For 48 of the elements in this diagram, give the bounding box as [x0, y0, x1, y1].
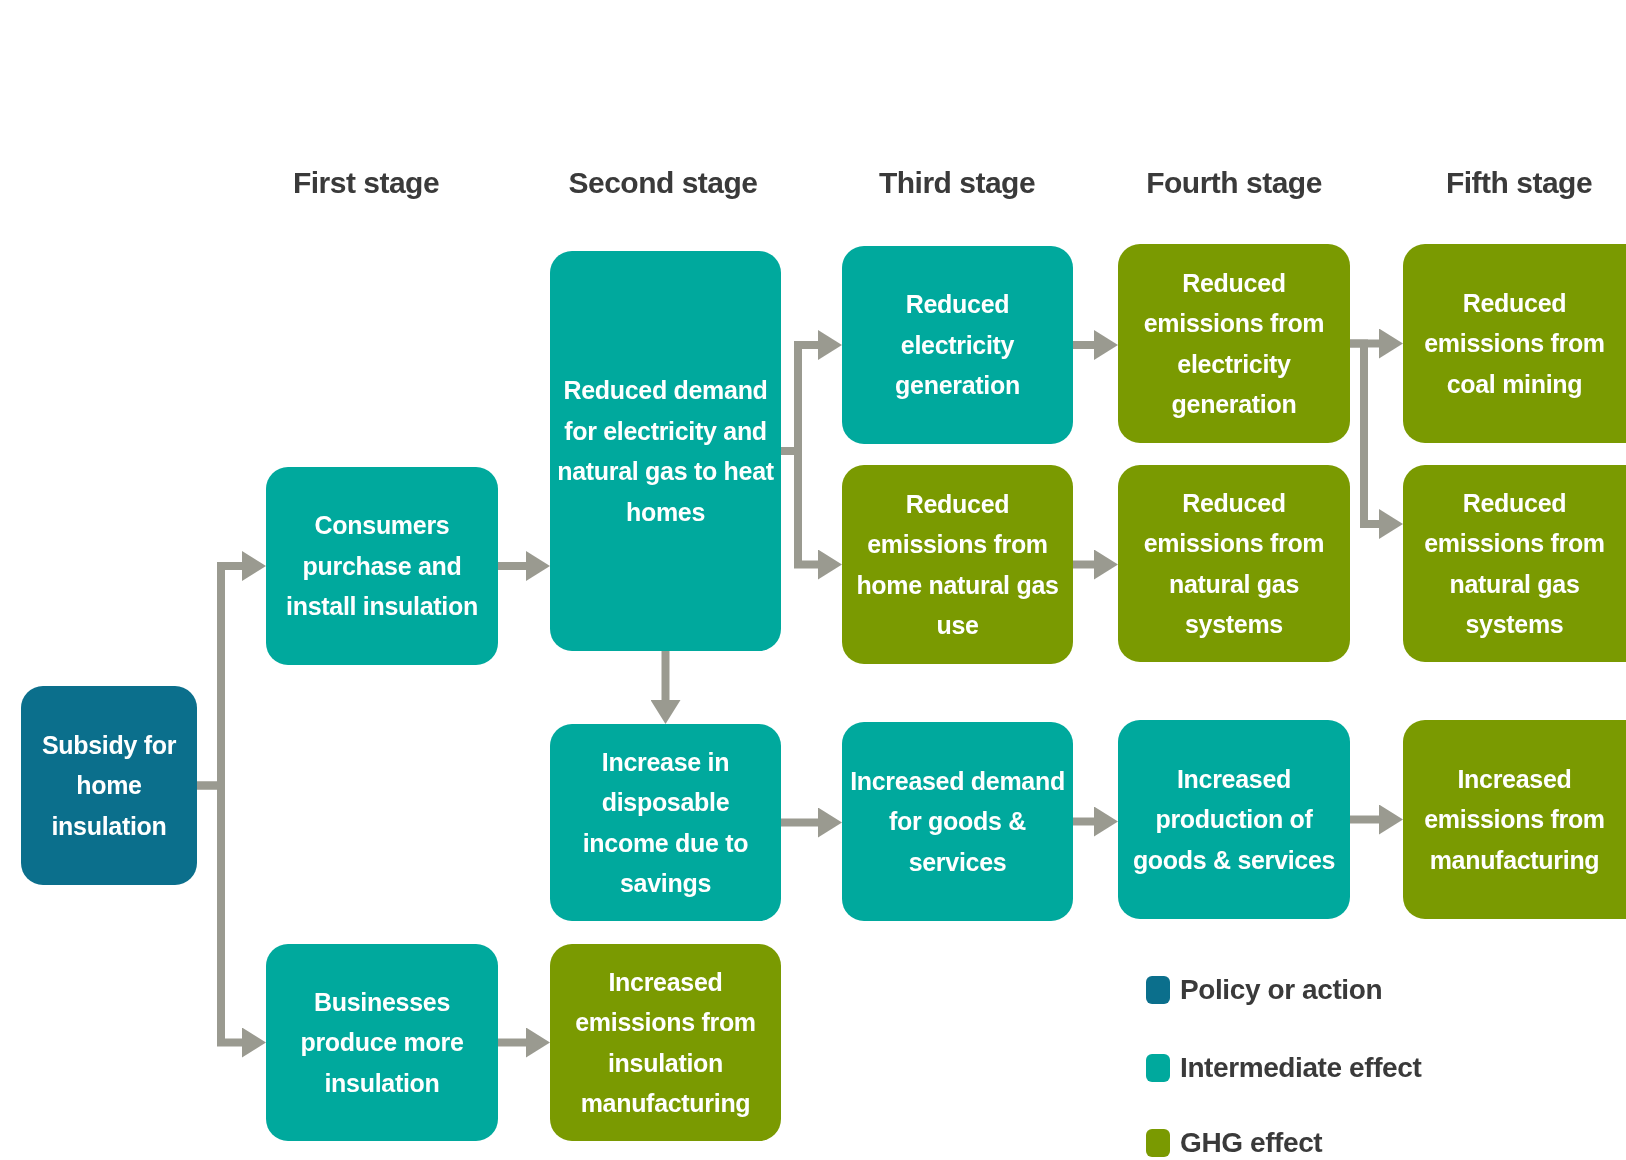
- ghg-effect-box: [1403, 244, 1626, 443]
- box-label: Reduced demand for electricity and natural gas to heat homes: [556, 375, 775, 528]
- ghg-effect-box: [1118, 244, 1350, 443]
- arrow: [1350, 804, 1403, 835]
- ghg-effect-box: [550, 944, 781, 1141]
- arrow: [498, 1027, 550, 1058]
- box-label: Reduced emissions from coal mining: [1423, 287, 1606, 400]
- box-label: Businesses produce more insulation: [299, 986, 465, 1099]
- ghg-effect-box: [1118, 465, 1350, 662]
- box-label: Increase in disposable income due to savings: [581, 746, 750, 899]
- legend-label: Intermediate effect: [1180, 1052, 1422, 1084]
- arrow: [1073, 330, 1118, 360]
- box-label: Subsidy for home insulation: [40, 729, 178, 842]
- stage-heading: Fourth stage: [1146, 166, 1322, 200]
- intermediate-effect-box: [842, 722, 1073, 921]
- box-label: Consumers purchase and install insulation: [285, 510, 479, 623]
- box-label: Reduced emissions from natural gas systems: [1423, 487, 1606, 640]
- intermediate-effect-box: [550, 724, 781, 921]
- stage-heading: Fifth stage: [1445, 166, 1593, 200]
- ghg-effect-box: [1403, 465, 1626, 662]
- arrow: [781, 807, 842, 838]
- stage-heading: Second stage: [568, 166, 758, 200]
- box-label: Reduced emissions from home natural gas use: [855, 488, 1060, 641]
- arrow: [650, 651, 681, 724]
- box-label: Reduced emissions from natural gas systems: [1142, 487, 1326, 640]
- stage-heading: First stage: [292, 166, 440, 200]
- intermediate-effect-box: [1118, 720, 1350, 919]
- stage-heading: Third stage: [878, 166, 1036, 200]
- ghg-effect-box: [842, 465, 1073, 664]
- intermediate-effect-box: [842, 246, 1073, 444]
- arrow: [1350, 339, 1403, 539]
- ghg-effect-box: [1403, 720, 1626, 919]
- box-label: Reduced electricity generation: [894, 289, 1021, 402]
- box-label: Increased emissions from manufacturing: [1423, 763, 1606, 876]
- arrow: [498, 551, 550, 581]
- legend-label: Policy or action: [1180, 974, 1383, 1006]
- box-label: Increased emissions from insulation manufacturing: [574, 966, 757, 1119]
- policy-box: [21, 686, 197, 885]
- intermediate-effect-box: [266, 944, 498, 1141]
- intermediate-effect-box: [266, 467, 498, 665]
- box-label: Increased demand for goods & services: [849, 765, 1066, 878]
- box-label: Increased production of goods & services: [1131, 763, 1337, 876]
- box-label: Reduced emissions from electricity generation: [1142, 267, 1326, 420]
- intermediate-effect-box: [550, 251, 781, 651]
- arrow: [197, 781, 266, 1058]
- arrow: [1073, 549, 1118, 580]
- legend-label: GHG effect: [1180, 1127, 1323, 1159]
- arrow: [1073, 806, 1118, 837]
